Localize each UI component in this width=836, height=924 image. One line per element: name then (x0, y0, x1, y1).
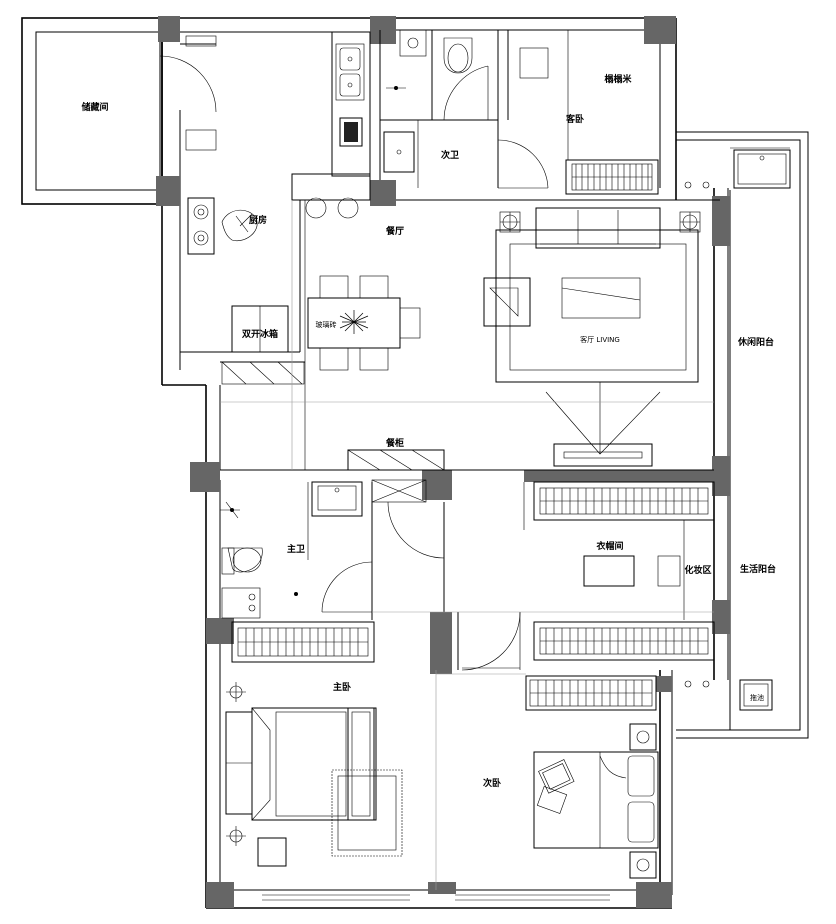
label-life-balcony: 生活阳台 (740, 563, 776, 575)
label-guest-room: 客卧 (565, 113, 584, 125)
balconies: 休闲阳台 生活阳台 拖池 (684, 149, 791, 711)
cloakroom: 衣帽间 化妆区 (372, 481, 715, 671)
label-vanity: 化妆区 (684, 564, 711, 576)
label-leisure-balcony: 休闲阳台 (737, 336, 774, 348)
label-storage: 储藏间 (81, 101, 108, 113)
outer-walls (21, 17, 809, 909)
label-fridge: 双开冰箱 (242, 328, 278, 340)
label-master-bath: 主卫 (287, 543, 305, 555)
storage-room: 储藏间 (81, 55, 217, 113)
label-dining: 餐厅 (385, 225, 404, 237)
label-second-bedroom: 次卧 (483, 777, 501, 789)
kitchen: 厨房 双开冰箱 (180, 31, 371, 470)
label-mop-sink: 拖池 (750, 693, 764, 702)
dining-area: 餐厅 玻璃砖 餐柜 (220, 173, 720, 471)
label-master-bedroom: 主卧 (333, 681, 351, 693)
label-cloakroom: 衣帽间 (596, 540, 623, 552)
guide-lines (220, 200, 714, 890)
label-tatami: 榻榻米 (603, 73, 632, 85)
label-kitchen: 厨房 (249, 214, 267, 226)
master-bathroom: 主卫 (220, 479, 427, 620)
second-bedroom: 次卧 (483, 675, 659, 879)
label-dining-table: 玻璃砖 (316, 320, 337, 329)
guest-room: 榻榻米 客卧 (507, 30, 659, 195)
master-bedroom: 主卧 (225, 621, 403, 867)
label-living: 客厅 LIVING (580, 335, 620, 344)
label-sideboard: 餐柜 (385, 437, 404, 449)
label-guest-bath: 次卫 (441, 149, 459, 161)
guest-bathroom: 次卫 (379, 29, 549, 189)
structural-columns (156, 16, 730, 908)
living-room: 客厅 LIVING (483, 207, 701, 467)
